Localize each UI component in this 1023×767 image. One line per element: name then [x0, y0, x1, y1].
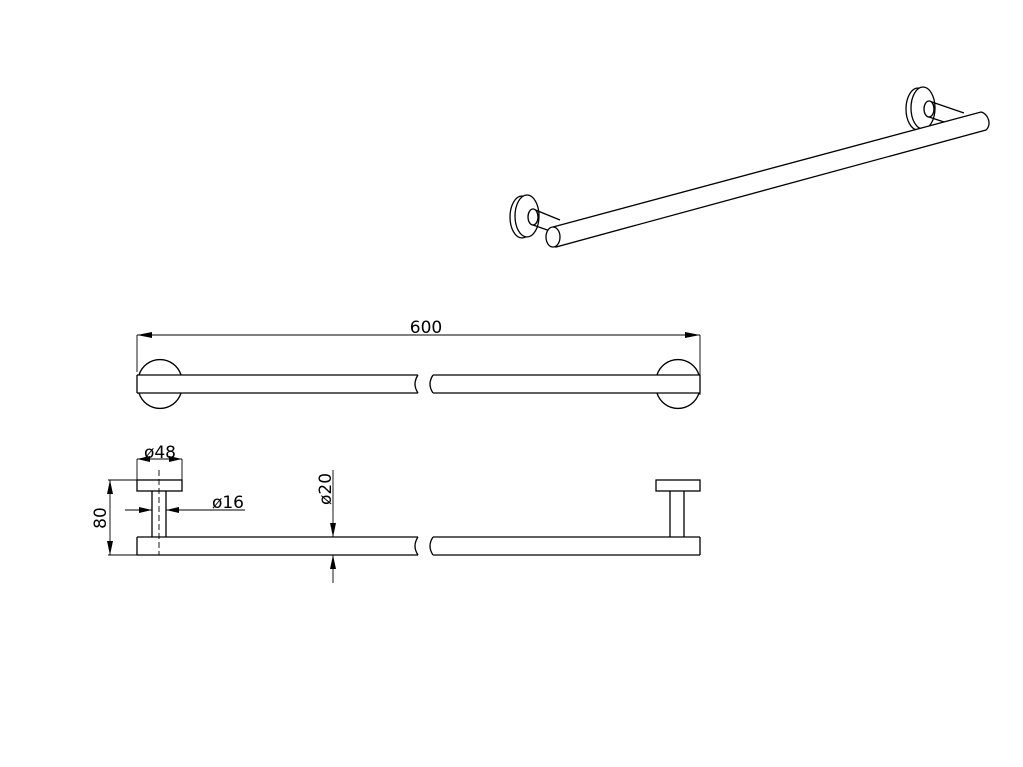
top-view: 600: [136, 318, 701, 410]
right-post-side: [669, 491, 685, 537]
left-rosette-top: [138, 358, 182, 410]
rosette-diameter-label: ø48: [144, 443, 176, 463]
left-rosette-side: [136, 479, 183, 492]
right-rosette-top: [656, 358, 700, 410]
bar-diameter-label: ø20: [316, 473, 336, 505]
dimension-arrow: [137, 332, 152, 338]
overall-length-label: 600: [410, 318, 442, 338]
left-rosette-iso: [509, 194, 561, 239]
towel-bar-iso: [545, 111, 990, 248]
bar-top-left: [136, 374, 419, 394]
bar-side-right: [429, 536, 701, 556]
dimension-arrow: [685, 332, 700, 338]
side-view: ø48 80 ø16 ø20: [91, 443, 701, 583]
projection-label: 80: [91, 507, 111, 529]
left-post-side: [151, 491, 167, 537]
isometric-view: [509, 86, 990, 248]
right-rosette-side: [655, 479, 701, 492]
bar-side-left: [136, 536, 419, 556]
post-diameter-label: ø16: [212, 493, 244, 513]
bar-top-right: [429, 374, 701, 394]
